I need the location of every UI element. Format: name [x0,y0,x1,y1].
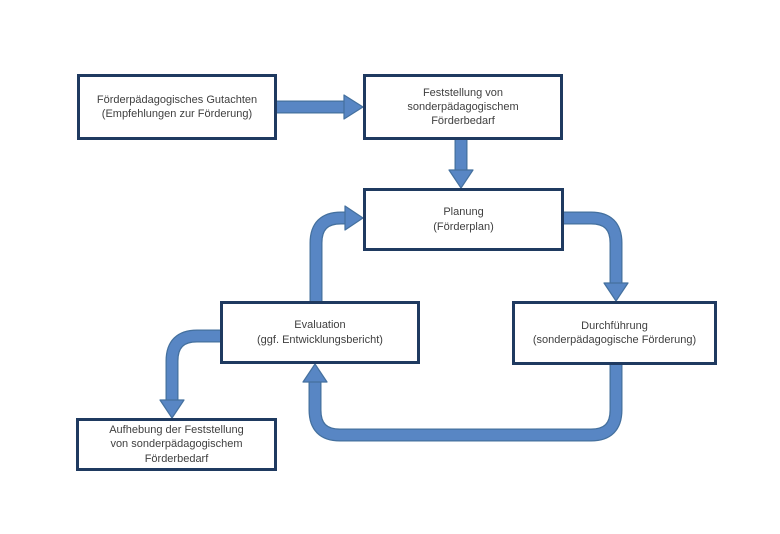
arrow-evaluation-to-planung [309,205,364,301]
arrow-head [344,205,364,231]
arrow-shaft [564,212,622,285]
node-evaluation: Evaluation (ggf. Entwicklungsbericht) [220,301,420,364]
node-durchfuehrung-label: Durchführung (sonderpädagogische Förderu… [532,319,697,346]
arrow-gutachten-to-feststellung [277,94,364,120]
node-evaluation-label: Evaluation (ggf. Entwicklungsbericht) [257,319,383,346]
node-feststellung: Feststellung von sonderpädagogischem För… [363,74,563,140]
arrow-shaft-outline [308,365,623,442]
arrow-shaft [166,330,220,402]
node-gutachten-label: Förderpädagogisches Gutachten (Empfehlun… [96,93,258,120]
arrow-shaft [309,365,622,441]
node-planung-label: Planung (Förderplan) [433,206,494,233]
node-aufhebung-label: Aufhebung der Feststellung von sonderpäd… [109,424,244,465]
node-gutachten: Förderpädagogisches Gutachten (Empfehlun… [77,74,277,140]
arrow-evaluation-to-aufhebung [159,329,220,419]
arrow-head [603,282,629,302]
arrow-shaft [310,212,347,301]
node-aufhebung: Aufhebung der Feststellung von sonderpäd… [76,418,277,471]
arrow-head [159,399,185,419]
arrow-head [343,94,364,120]
arrow-planung-to-durchfuehrung [564,211,629,302]
arrow-feststellung-to-planung [448,140,474,189]
node-feststellung-label: Feststellung von sonderpädagogischem För… [407,86,519,128]
arrow-head [448,169,474,189]
node-planung: Planung (Förderplan) [363,188,564,251]
node-durchfuehrung: Durchführung (sonderpädagogische Förderu… [512,301,717,365]
arrow-head [302,363,328,383]
arrow-durchfuehrung-to-evaluation [302,363,623,442]
